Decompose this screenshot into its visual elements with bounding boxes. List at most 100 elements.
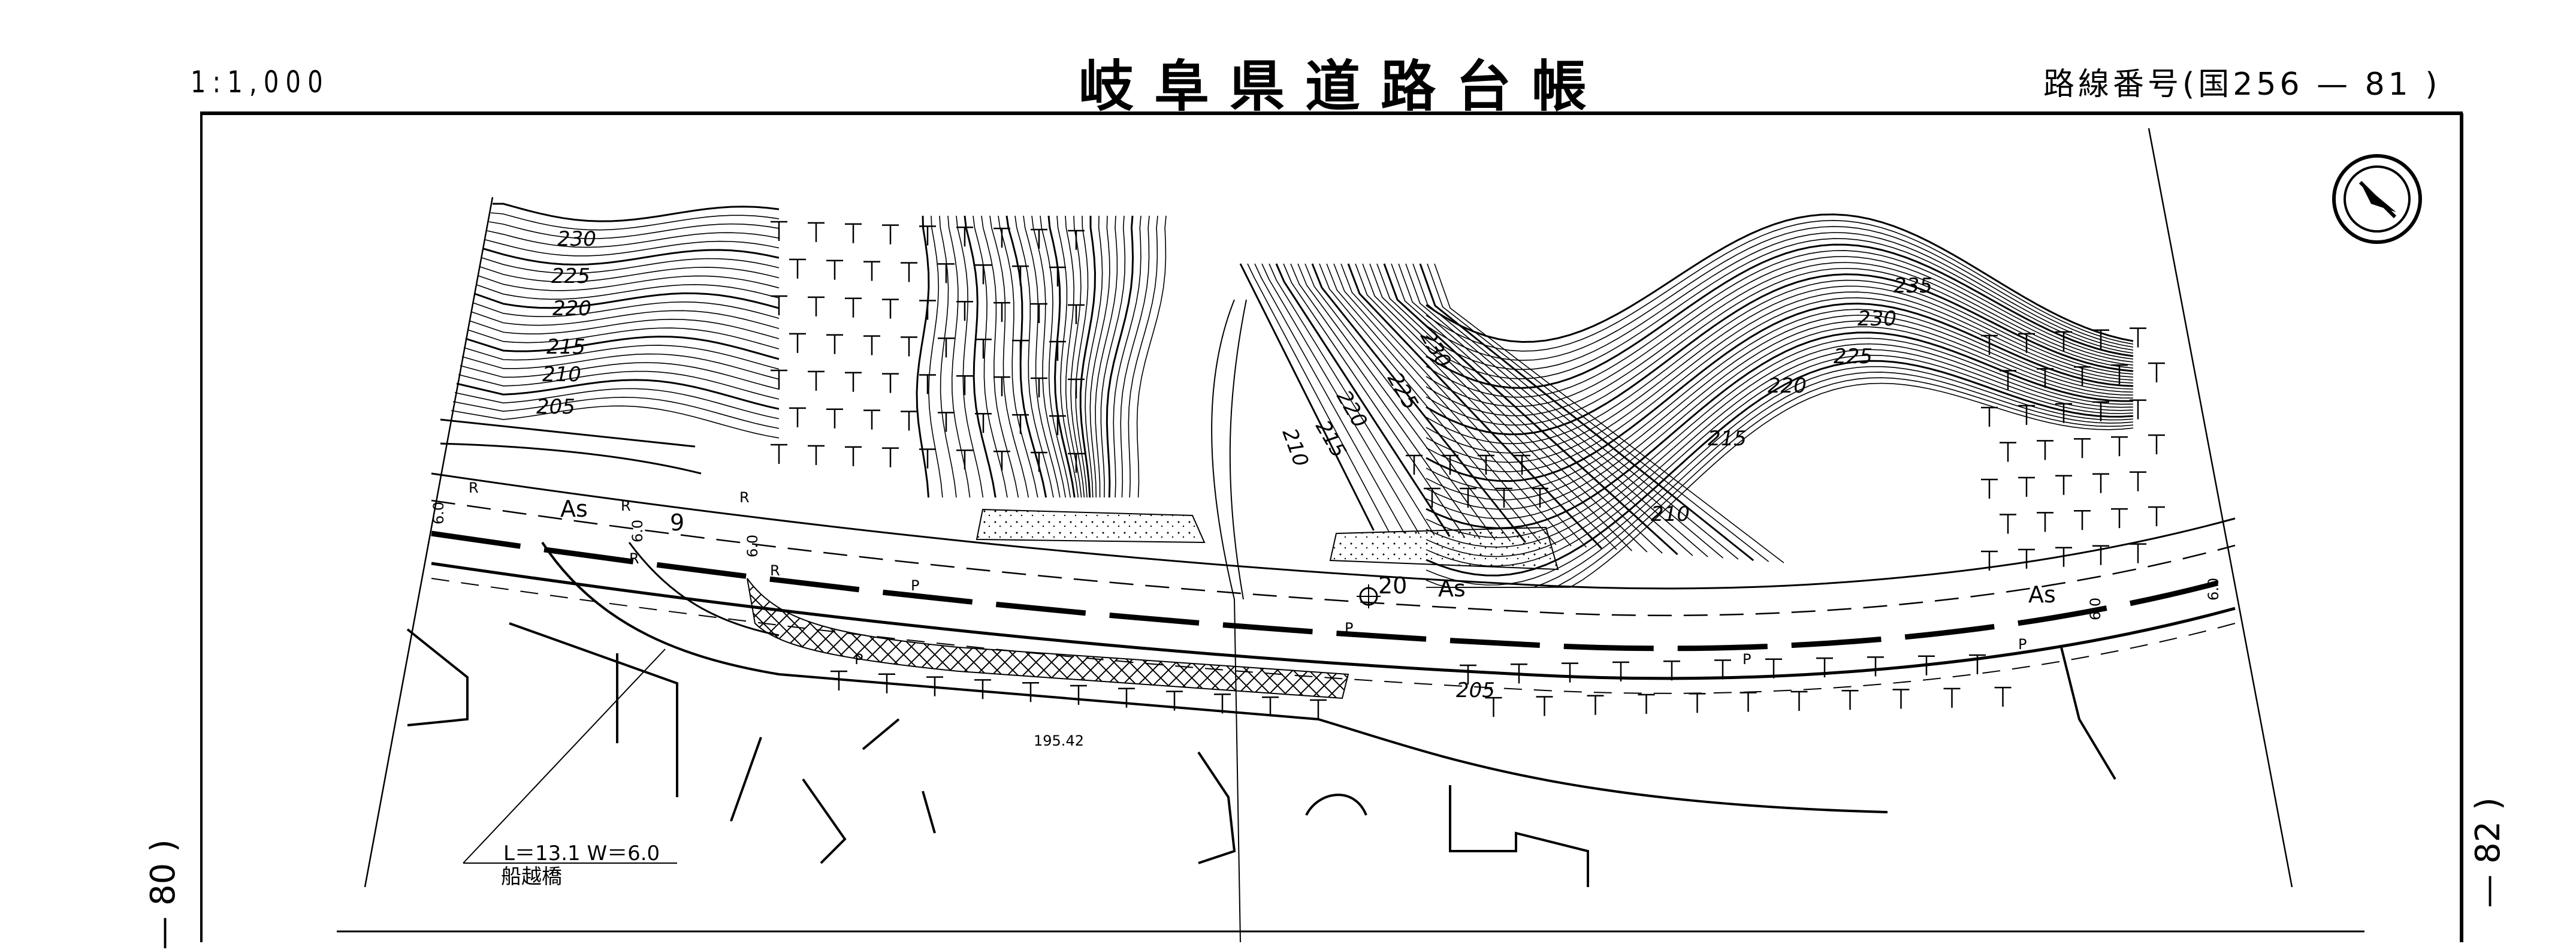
north-arrow-icon [2332, 154, 2422, 244]
surface-label: As [560, 496, 588, 522]
contour-line [916, 215, 930, 498]
slope-symbol [2018, 548, 2035, 569]
slope-symbol [1867, 656, 1884, 677]
contour-line [956, 215, 984, 498]
slope-symbol [956, 375, 973, 396]
slope-symbol [993, 301, 1010, 322]
contour-line [1023, 215, 1061, 498]
buildings [406, 622, 2116, 887]
contour-line [456, 379, 780, 410]
slope-symbol [2074, 438, 2091, 459]
contour-line [1283, 263, 1466, 538]
contour-line [1056, 215, 1079, 498]
slope-symbol [2037, 440, 2053, 460]
slope-symbol [1892, 689, 1910, 709]
slope-symbol [771, 295, 787, 315]
contour-line [989, 215, 1029, 498]
slope-symbol [938, 412, 955, 432]
slope-symbol [808, 370, 825, 391]
slope-symbol [1310, 699, 1327, 719]
slope-symbol [1406, 454, 1423, 475]
contour-line [1412, 263, 1739, 560]
slope-symbol [789, 333, 806, 353]
slope-symbol [1460, 487, 1476, 508]
slope-symbol [2000, 442, 2016, 462]
contour-line [1095, 215, 1118, 498]
contour-label: 215 [1310, 417, 1351, 462]
slope-symbol [826, 334, 843, 354]
contour-label: 230 [1415, 327, 1455, 372]
slope-symbol [2092, 473, 2109, 493]
contour-label: 210 [1278, 425, 1313, 470]
slope-symbol [1981, 334, 1998, 355]
road-width-label: 6.0 [2205, 578, 2222, 601]
contour-line [1426, 326, 2134, 520]
slope-symbol [2130, 399, 2146, 420]
retaining-wall-label: R [629, 550, 639, 567]
contour-line [928, 215, 943, 498]
contour-line [1275, 263, 1451, 537]
contour-line [1047, 215, 1076, 498]
slope-symbol [2130, 327, 2146, 348]
slope-symbol [826, 260, 843, 280]
contour-line [479, 266, 780, 283]
slope-symbol [901, 336, 917, 357]
surface-label: As [2028, 581, 2056, 608]
slope-symbol [771, 444, 787, 464]
contour-label: 210 [542, 363, 581, 387]
contour-line [1426, 285, 2134, 454]
contour-line [1333, 263, 1572, 547]
contour-line [1426, 320, 2134, 510]
page-title: 岐阜県道路台帳 [1079, 55, 1608, 119]
pavement-label: P [2018, 636, 2027, 653]
contour-line [1031, 215, 1067, 498]
contour-line [1426, 226, 2134, 361]
slope-symbol [1841, 690, 1859, 710]
station-label: 20 [1378, 572, 1407, 599]
contour-line [474, 292, 780, 309]
contour-line [1075, 215, 1089, 498]
slope-symbol [1070, 684, 1087, 705]
slope-symbol [919, 300, 936, 320]
sheet-edge-right [2148, 128, 2293, 888]
slope-symbol [975, 338, 992, 359]
station-marker-icon [1357, 584, 1381, 608]
slope-symbol [919, 225, 936, 246]
contour-line [1398, 263, 1708, 557]
contour-line [1426, 220, 2134, 352]
contour-line [1070, 215, 1085, 498]
contour-line [1106, 215, 1134, 498]
contour-line [1040, 215, 1071, 498]
contour-label: 215 [1708, 427, 1747, 451]
slope-symbol [1536, 696, 1553, 716]
surface-label: As [1438, 575, 1466, 602]
slope-symbol [2111, 364, 2128, 385]
slope-symbol [1740, 692, 1757, 712]
contour-line [1362, 263, 1633, 551]
contour-labels-right: 235 230 225 220 215 210 205 [1456, 274, 1932, 702]
slope-symbol [938, 263, 955, 284]
road-width-label: 6.0 [2087, 598, 2104, 620]
contour-line [1426, 279, 2134, 445]
slope-symbol [919, 374, 936, 394]
slope-symbol [808, 296, 825, 316]
slope-symbol [1981, 406, 1998, 427]
contour-line [1376, 263, 1663, 554]
contour-line [488, 221, 780, 239]
contour-line [454, 388, 780, 420]
contour-line [1269, 263, 1435, 536]
pavement-label: P [1345, 620, 1353, 637]
slope-symbols [771, 221, 2165, 719]
slope-symbol [1031, 377, 1047, 398]
slope-symbol [1790, 690, 1808, 711]
contour-line [1065, 215, 1082, 498]
contour-line [1079, 215, 1096, 498]
map-scale: 1:1,000 [191, 65, 330, 99]
pavement-label: P [1743, 651, 1751, 668]
slope-symbol [1587, 695, 1604, 715]
stream [1211, 299, 1247, 942]
slope-symbol [1012, 339, 1029, 360]
contour-line [1355, 263, 1617, 550]
slope-symbol [831, 670, 847, 690]
slope-symbol [826, 408, 843, 429]
